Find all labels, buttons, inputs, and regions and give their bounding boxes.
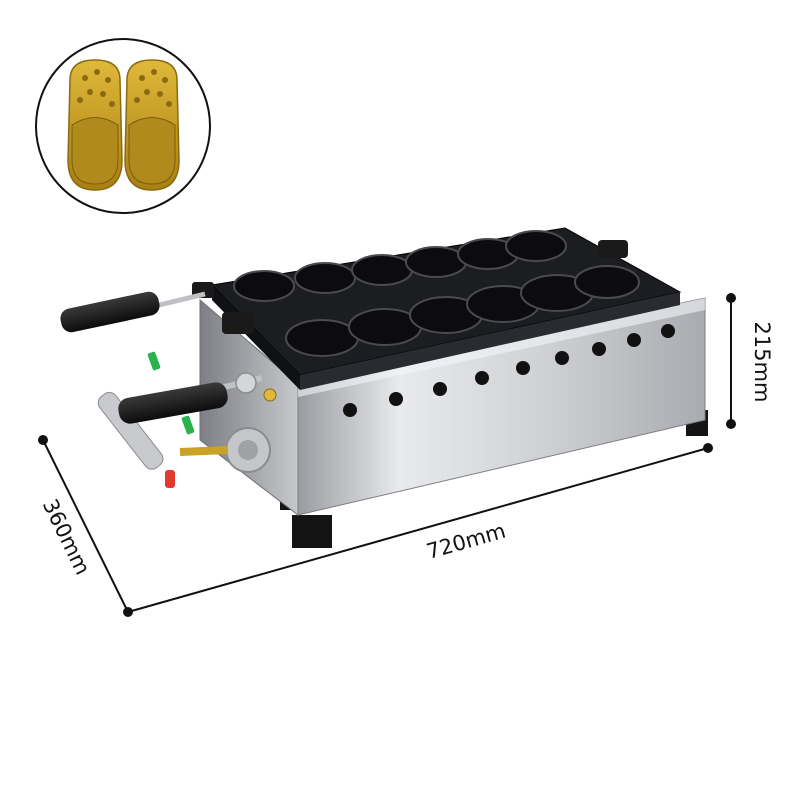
mold-row-front [285, 265, 640, 357]
mold-row-back [233, 230, 567, 302]
upper-handle [60, 291, 206, 333]
slipper-left [67, 59, 123, 191]
slipper-cake-icon [35, 38, 211, 214]
height-dimension-label: 215mm [750, 322, 774, 403]
red-valve-cap [165, 470, 175, 488]
vent-holes [343, 324, 675, 417]
hinge-left [222, 312, 254, 334]
gas-burner-assembly [97, 351, 277, 488]
green-valve [181, 415, 195, 435]
machine-leg-front-left [292, 515, 332, 548]
slipper-right [124, 59, 180, 191]
dimension-lines [38, 293, 736, 617]
depth-dimension-label: 360mm [38, 495, 95, 578]
lower-handle [118, 372, 263, 424]
waffle-machine-illustration [60, 227, 708, 548]
green-valve [147, 351, 161, 371]
hinge-right [598, 240, 628, 258]
